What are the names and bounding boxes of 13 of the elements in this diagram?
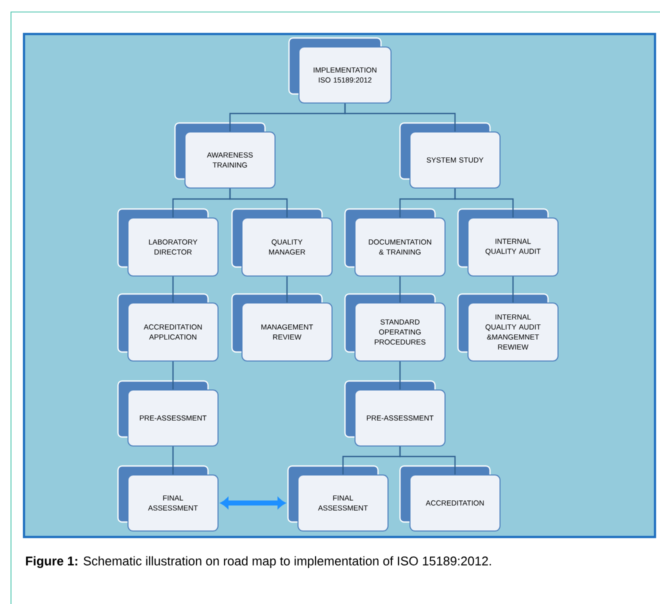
connector-line bbox=[399, 362, 401, 390]
connector-line bbox=[172, 276, 174, 302]
connector-line bbox=[344, 104, 456, 132]
connector-line bbox=[399, 446, 456, 474]
connector-line bbox=[512, 276, 514, 302]
connector-line bbox=[399, 276, 401, 302]
connector-line bbox=[286, 276, 288, 302]
connector-line bbox=[229, 188, 288, 218]
caption: Figure 1: Schematic illustration on road map to implementation of ISO 15189:2012. bbox=[26, 556, 491, 568]
connector-line bbox=[454, 188, 514, 218]
double-arrow bbox=[220, 498, 286, 508]
connector-line bbox=[172, 362, 174, 390]
connector-line bbox=[172, 446, 174, 474]
